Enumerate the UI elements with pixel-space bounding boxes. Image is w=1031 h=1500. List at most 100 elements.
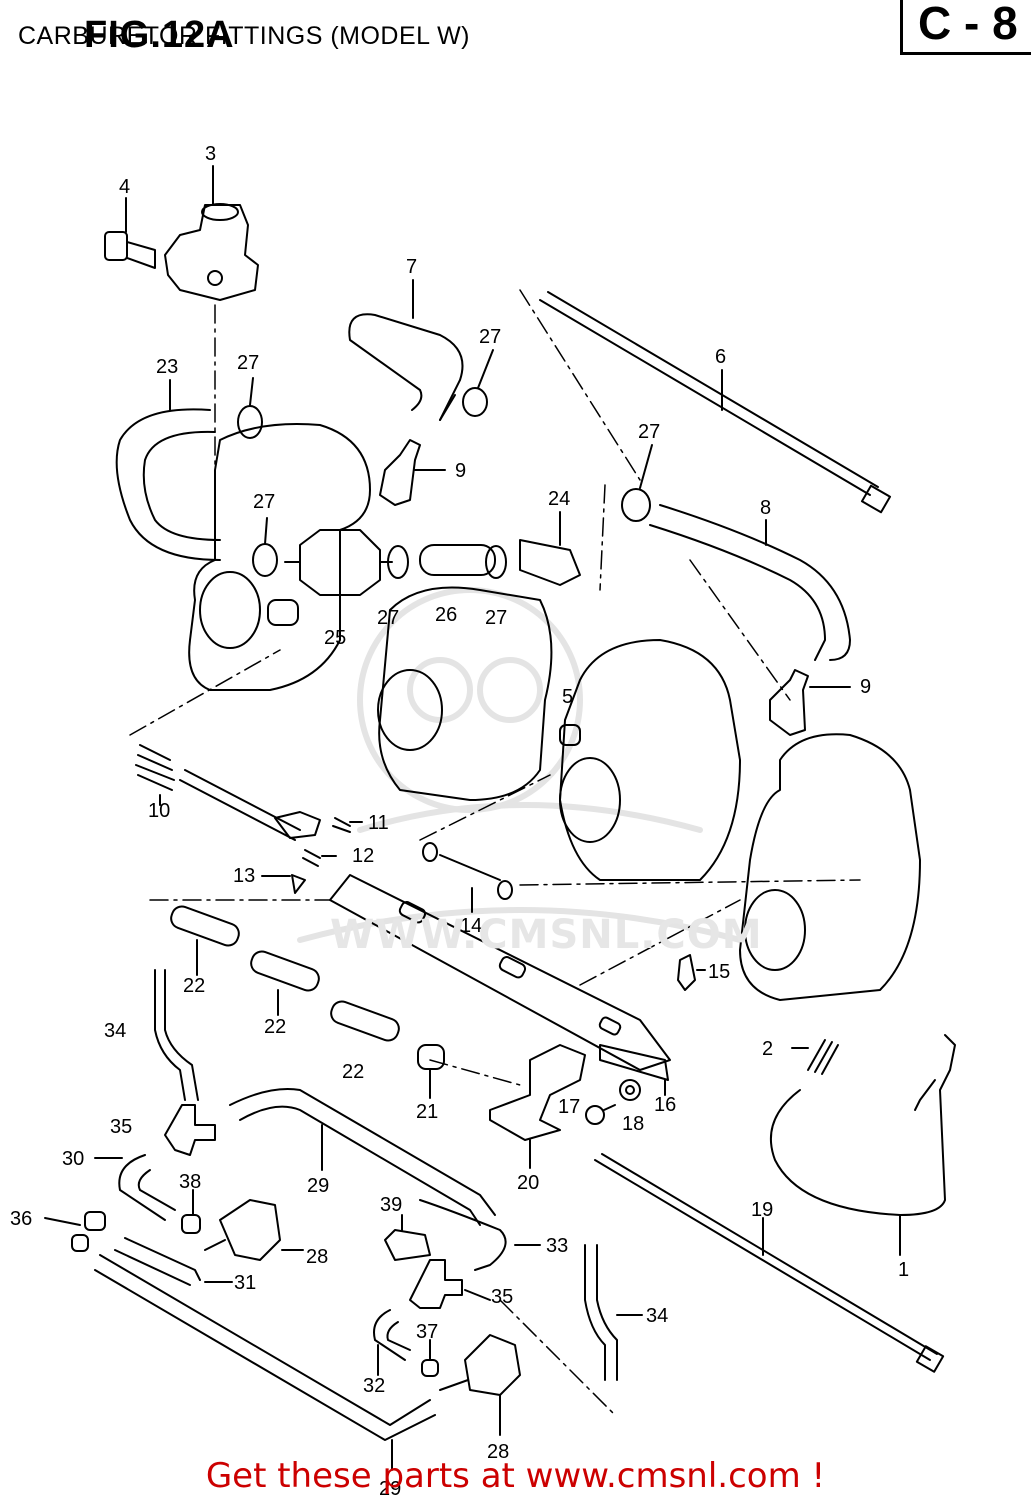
- callout-27b: 27: [479, 326, 501, 348]
- part-1-cable: [769, 1034, 956, 1256]
- diagram-title: CARBURETOR FITTINGS (MODEL W): [18, 22, 470, 50]
- callout-27e: 27: [377, 607, 399, 629]
- part-38-joint: [181, 1189, 201, 1234]
- part-19-rod: [594, 1153, 945, 1373]
- callout-2: 2: [762, 1038, 773, 1060]
- part-34-hose-left: [154, 969, 199, 1101]
- part-9-fittings: [379, 439, 851, 736]
- part-29-hose: [229, 1088, 496, 1226]
- callout-labels: 1 2 3 4 5 6 7 8 9 9 10 11 12 13 14 15 16…: [10, 143, 909, 1500]
- callout-38: 38: [179, 1171, 201, 1193]
- carburetor-3: [559, 639, 741, 881]
- part-39-clip: [384, 1214, 431, 1261]
- part-2-spring: [791, 1039, 839, 1075]
- part-35-tee-left: [164, 1104, 216, 1156]
- callout-23: 23: [156, 356, 178, 378]
- dashdot-leaders: [129, 289, 861, 1416]
- part-36-joint: [44, 1211, 106, 1252]
- callout-27d: 27: [253, 491, 275, 513]
- callout-37: 37: [416, 1321, 438, 1343]
- part-30-hose: [94, 1154, 176, 1221]
- part-7-hose: [348, 279, 464, 421]
- callout-3: 3: [205, 143, 216, 165]
- callout-29a: 29: [307, 1175, 329, 1197]
- section-code-box: [900, 0, 1031, 55]
- callout-27f: 27: [485, 607, 507, 629]
- callout-22c: 22: [342, 1061, 364, 1083]
- callout-10: 10: [148, 800, 170, 822]
- callout-27a: 27: [237, 352, 259, 374]
- callout-26: 26: [435, 604, 457, 626]
- callout-28b: 28: [487, 1441, 509, 1463]
- callout-13: 13: [233, 865, 255, 887]
- watermark-text: WWW.CMSNL.COM: [330, 912, 763, 958]
- figure-number: FIG.12A: [84, 14, 235, 56]
- callout-6: 6: [715, 346, 726, 368]
- callout-39: 39: [380, 1194, 402, 1216]
- part-32-hose: [373, 1309, 411, 1376]
- callout-7: 7: [406, 256, 417, 278]
- section-code: C - 8: [918, 0, 1018, 49]
- carburetor-1: [188, 423, 371, 691]
- part-15-screw: [677, 954, 706, 991]
- callout-36: 36: [10, 1208, 32, 1230]
- part-18-washer: [619, 1079, 641, 1101]
- callout-14: 14: [460, 915, 482, 937]
- callout-31: 31: [234, 1272, 256, 1294]
- callout-15: 15: [708, 961, 730, 983]
- carburetor-4: [739, 733, 921, 1001]
- callout-28a: 28: [306, 1246, 328, 1268]
- part-10-spring: [135, 744, 301, 841]
- callout-25: 25: [324, 627, 346, 649]
- part-35-tee-lower: [409, 1259, 491, 1309]
- callout-22b: 22: [264, 1016, 286, 1038]
- callout-12: 12: [352, 845, 374, 867]
- callout-35a: 35: [110, 1116, 132, 1138]
- callout-27c: 27: [638, 421, 660, 443]
- watermark-logo: [297, 587, 743, 943]
- carburetor-2: [377, 586, 553, 801]
- part-6-rod: [539, 291, 892, 514]
- callout-11: 11: [368, 812, 389, 834]
- part-34-hose-right: [584, 1244, 643, 1381]
- callout-1: 1: [898, 1259, 909, 1281]
- footer-link[interactable]: Get these parts at www.cmsnl.com !: [205, 1456, 826, 1496]
- part-25-valve: [284, 529, 393, 596]
- part-26-hose: [419, 544, 496, 576]
- callout-8: 8: [760, 497, 771, 519]
- part-8-hose: [649, 504, 851, 661]
- part-16-link: [599, 1044, 669, 1096]
- callout-17: 17: [558, 1096, 580, 1118]
- part-22-tubes: [170, 905, 400, 1042]
- part-28-valve-lower: [439, 1334, 521, 1436]
- part-11-12-13-small: [261, 811, 363, 894]
- part-17-screw: [585, 1104, 616, 1125]
- callout-24: 24: [548, 488, 570, 510]
- part-24-fitting: [519, 511, 581, 586]
- part-33-hose: [419, 1199, 541, 1271]
- part-31-hose: [114, 1237, 233, 1286]
- callout-32: 32: [363, 1375, 385, 1397]
- callout-22a: 22: [183, 975, 205, 997]
- callout-19: 19: [751, 1199, 773, 1221]
- callout-18: 18: [622, 1113, 644, 1135]
- callout-9a: 9: [455, 460, 466, 482]
- callout-5: 5: [562, 686, 573, 708]
- part-37-joint: [421, 1339, 439, 1377]
- callout-4: 4: [119, 176, 130, 198]
- callout-33: 33: [546, 1235, 568, 1257]
- part-4-screw: [104, 197, 156, 269]
- callout-21: 21: [416, 1101, 438, 1123]
- callout-35b: 35: [491, 1286, 513, 1308]
- callout-34a: 34: [104, 1020, 126, 1042]
- part-23-hose: [115, 379, 221, 561]
- part-28-valve-upper: [204, 1199, 304, 1261]
- callout-30: 30: [62, 1148, 84, 1170]
- part-21-collar: [417, 1044, 445, 1099]
- part-29-hose-lower: [94, 1254, 436, 1471]
- part-14-plate: [329, 842, 671, 1071]
- callout-34b: 34: [646, 1305, 668, 1327]
- callout-29b: 29: [379, 1478, 401, 1500]
- part-3-sensor: [164, 165, 259, 301]
